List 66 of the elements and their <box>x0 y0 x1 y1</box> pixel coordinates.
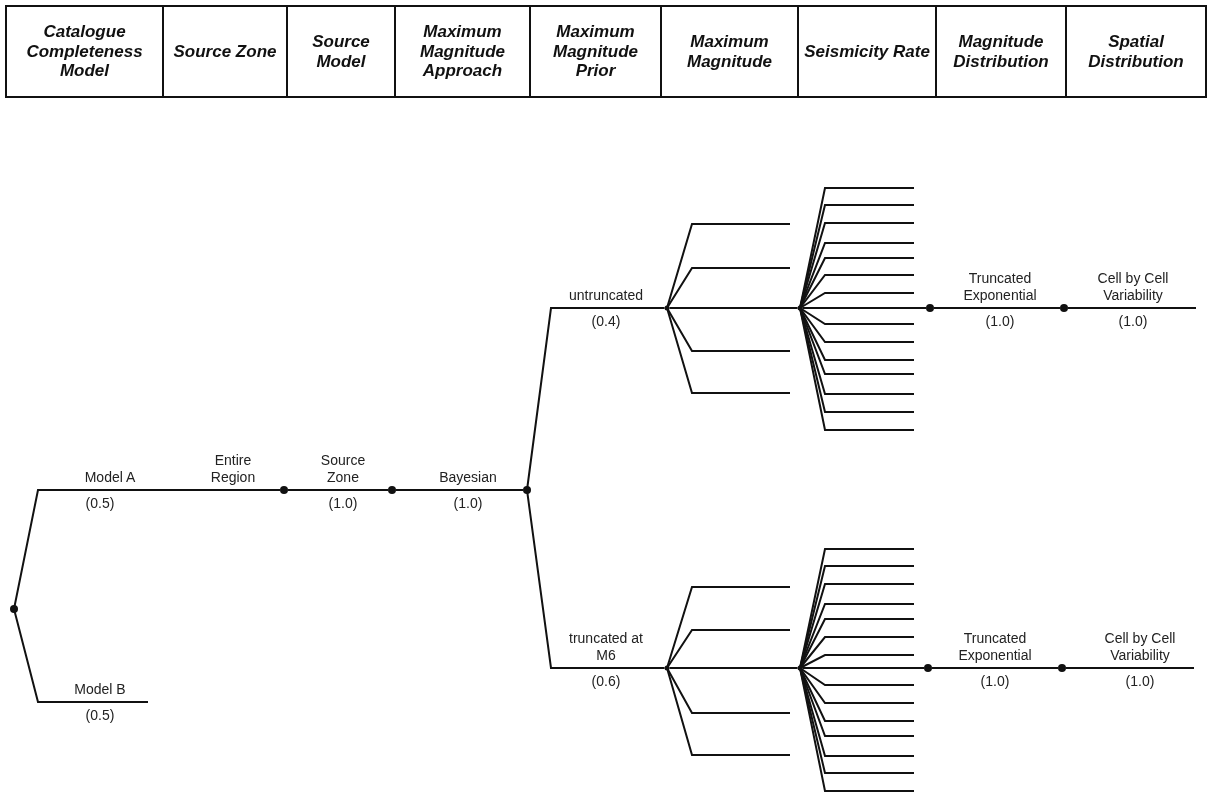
branch-label: Cell by Cell Variability <box>1103 630 1177 664</box>
branch-line <box>666 667 791 714</box>
branch-line <box>668 667 799 669</box>
branch-label: truncated at M6 <box>568 630 644 664</box>
branch-line <box>1065 667 1195 669</box>
branch-line <box>799 654 915 669</box>
node-dot <box>797 305 803 311</box>
node-dot <box>523 486 531 494</box>
column-header: Spatial Distribution <box>1087 31 1185 72</box>
node-dot <box>1058 664 1066 672</box>
node-dot <box>664 305 670 311</box>
branch-line <box>666 267 791 309</box>
node-dot <box>924 664 932 672</box>
branch-line <box>799 667 915 686</box>
branch-label: Model B <box>73 681 127 698</box>
branch-line <box>666 307 791 352</box>
branch-label: Cell by Cell Variability <box>1096 270 1170 304</box>
branch-weight: (0.5) <box>84 707 116 724</box>
branch-line <box>395 489 524 491</box>
column-header: Source Model <box>311 31 371 72</box>
branch-weight: (1.0) <box>984 313 1016 330</box>
branch-weight: (0.6) <box>590 673 622 690</box>
branch-line <box>666 307 791 394</box>
branch-line <box>799 307 915 343</box>
column-header: Seismicity Rate <box>804 41 930 62</box>
branch-label: Truncated Exponential <box>957 630 1033 664</box>
column-header: Catalogue Completeness Model <box>25 22 144 81</box>
node-dot <box>388 486 396 494</box>
branch-label: Entire Region <box>209 452 257 486</box>
node-dot <box>280 486 288 494</box>
node-dot <box>1060 304 1068 312</box>
node-dot <box>926 304 934 312</box>
branch-label: Bayesian <box>438 469 498 486</box>
column-header: Maximum Magnitude Prior <box>552 22 639 81</box>
branch-label: Truncated Exponential <box>962 270 1038 304</box>
branch-line <box>931 667 1059 669</box>
branch-line <box>801 667 925 669</box>
branch-line <box>668 307 799 309</box>
branch-weight: (1.0) <box>452 495 484 512</box>
branch-label: Model A <box>83 469 137 486</box>
branch-line <box>666 629 791 669</box>
node-dot <box>664 665 670 671</box>
column-header: Source Zone <box>173 41 277 62</box>
branch-line <box>1067 307 1197 309</box>
node-dot <box>10 605 18 613</box>
branch-line <box>799 307 915 325</box>
branch-weight: (1.0) <box>1117 313 1149 330</box>
branch-line <box>799 274 915 309</box>
branch-weight: (0.4) <box>590 313 622 330</box>
branch-line <box>287 489 389 491</box>
branch-line <box>801 307 927 309</box>
branch-weight: (1.0) <box>979 673 1011 690</box>
branch-line <box>933 307 1061 309</box>
branch-weight: (1.0) <box>1124 673 1156 690</box>
branch-line <box>799 292 915 309</box>
node-dot <box>797 665 803 671</box>
column-header: Maximum Magnitude Approach <box>419 22 506 81</box>
branch-weight: (1.0) <box>327 495 359 512</box>
column-header: Magnitude Distribution <box>952 31 1050 72</box>
branch-line <box>799 667 915 704</box>
branch-label: Source Zone <box>319 452 367 486</box>
branch-weight: (0.5) <box>84 495 116 512</box>
branch-line <box>799 636 915 669</box>
column-header: Maximum Magnitude <box>686 31 773 72</box>
branch-line <box>666 667 791 756</box>
branch-label: untruncated <box>568 287 644 304</box>
